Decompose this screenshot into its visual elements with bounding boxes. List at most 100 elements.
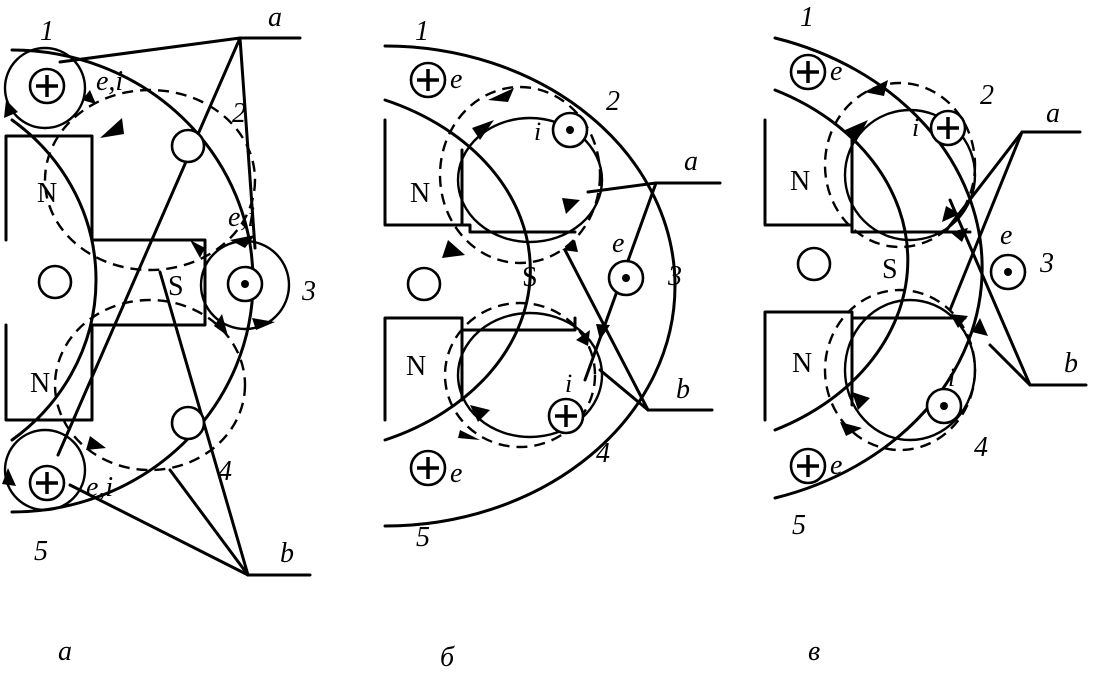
conductor-dot-icon xyxy=(226,265,264,303)
current-label: i xyxy=(948,363,955,392)
flux-loop-lower-b xyxy=(443,301,597,449)
conductor-dot-icon xyxy=(607,259,645,297)
current-label: i xyxy=(534,117,541,146)
slot-number-1: 1 xyxy=(40,16,54,47)
flux-loop-upper-b xyxy=(438,85,602,265)
arrow-icon xyxy=(845,120,868,142)
current-label: i xyxy=(565,369,572,398)
slot-number-3: 3 xyxy=(301,276,316,307)
coil-loop-upper-b xyxy=(456,116,604,244)
coil-loop-lower-c xyxy=(843,298,977,442)
coil-loop-lower-b xyxy=(456,311,604,439)
diagram-b: 1 2 3 4 5 N N S e e e i i a b б xyxy=(383,16,722,673)
wire-a-top xyxy=(58,36,302,64)
slot-number-1: 1 xyxy=(415,16,429,47)
caption-c: в xyxy=(808,636,820,667)
arrow-icon xyxy=(942,206,960,222)
loop-5-a xyxy=(3,428,87,512)
wire-label-a: a xyxy=(1046,98,1060,129)
flux-loop-upper-a xyxy=(43,88,257,272)
emf-label: e xyxy=(1000,220,1012,251)
wire-label-b: b xyxy=(280,538,294,569)
wire-label-a: a xyxy=(268,2,282,33)
conductor-dot-icon xyxy=(989,253,1027,291)
conductor-plus-icon xyxy=(28,67,66,105)
slot-number-5: 5 xyxy=(792,510,806,541)
empty-slot-icon xyxy=(37,264,73,300)
coil-loop-upper-c xyxy=(843,108,977,242)
empty-slot-icon xyxy=(406,266,442,302)
emf-label: e xyxy=(612,228,624,259)
emf-label: e,i xyxy=(96,66,123,97)
emf-label: e xyxy=(830,450,842,481)
wire-label-b: b xyxy=(676,374,690,405)
slot-number-5: 5 xyxy=(34,536,48,567)
emf-label: e xyxy=(450,458,462,489)
wire-a-diag xyxy=(56,36,242,457)
stator-outer-c xyxy=(773,36,984,500)
arrow-icon xyxy=(4,100,18,118)
slot-number-3: 3 xyxy=(1039,248,1054,279)
arrow-icon xyxy=(100,118,124,138)
arrow-icon xyxy=(596,324,610,340)
stator-outer-b xyxy=(383,44,677,528)
conductor-plus-icon xyxy=(547,397,585,435)
arrow-icon xyxy=(470,405,490,422)
emf-label: e xyxy=(830,56,842,87)
slot-number-4: 4 xyxy=(974,432,988,463)
arrow-icon xyxy=(488,88,514,102)
pole-n-lower-b xyxy=(383,118,577,234)
arrow-icon xyxy=(458,430,480,440)
wire-a-diag-c xyxy=(948,130,1024,312)
slot-number-4: 4 xyxy=(218,456,232,487)
conductor-dot-icon xyxy=(551,111,589,149)
empty-slot-icon xyxy=(796,246,832,282)
arrow-icon xyxy=(82,90,96,104)
slot-number-1: 1 xyxy=(800,2,814,33)
wire-a-c xyxy=(943,130,1082,234)
emf-label: e,i xyxy=(228,202,255,233)
arrow-icon xyxy=(972,318,988,336)
pole-label-s: S xyxy=(522,262,538,293)
diagram-c: 1 2 3 4 5 N N S e e e i i a b в xyxy=(763,2,1088,667)
conductor-plus-icon xyxy=(28,464,66,502)
pole-n-lower-c xyxy=(763,310,967,422)
emf-label: e,i xyxy=(86,472,113,503)
arrow-icon xyxy=(2,468,16,486)
conductor-plus-icon xyxy=(789,53,827,91)
pole-label-s: S xyxy=(882,254,898,285)
pole-label-n: N xyxy=(792,348,812,379)
wire-b-diag-c xyxy=(988,343,1032,387)
slot-number-4: 4 xyxy=(596,438,610,469)
loop-1-a xyxy=(3,46,87,130)
conductor-plus-icon xyxy=(929,109,967,147)
slot-number-3: 3 xyxy=(667,261,682,292)
conductor-dot-icon xyxy=(925,387,963,425)
arrow-icon xyxy=(472,120,494,140)
rotor-arc-a xyxy=(10,118,98,442)
slot-number-2: 2 xyxy=(980,80,994,111)
pole-label-n: N xyxy=(30,368,50,399)
empty-slot-icon xyxy=(170,405,206,441)
pole-label-n: N xyxy=(790,166,810,197)
current-label: i xyxy=(912,113,919,142)
wire-label-a: a xyxy=(684,146,698,177)
arrow-icon xyxy=(950,314,968,328)
pole-n-upper-a xyxy=(4,134,207,422)
rotor-arc-b xyxy=(383,98,532,442)
empty-slot-icon xyxy=(170,128,206,164)
caption-b: б xyxy=(440,642,455,671)
arrow-icon xyxy=(442,240,465,258)
arrow-icon xyxy=(230,235,255,248)
rotor-arc-c xyxy=(773,88,910,432)
arrow-icon xyxy=(864,80,888,96)
conductor-plus-icon xyxy=(789,447,827,485)
wire-label-b: b xyxy=(1064,348,1078,379)
emf-label: e xyxy=(450,64,462,95)
slot-number-2: 2 xyxy=(606,86,620,117)
arrow-icon xyxy=(562,198,580,214)
arrow-icon xyxy=(190,240,205,258)
diagram-a: 1 2 3 4 5 N N S e,i e,i e,i a b а xyxy=(2,2,316,667)
